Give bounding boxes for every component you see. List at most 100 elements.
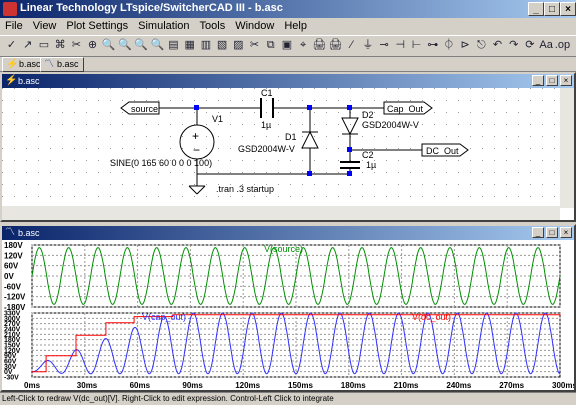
schematic-icon: ⚡ [5,75,18,86]
child-minimize-button[interactable]: _ [532,75,544,86]
y-tick-label: 240V [4,327,21,334]
tab-schematic[interactable]: ⚡ b.asc [2,57,46,72]
x-tick-label: 180ms [341,381,366,390]
zoom-cancel-icon[interactable]: 🔍 [150,39,165,51]
child-restore-button[interactable]: □ [546,75,558,86]
schematic-hscroll[interactable] [2,206,560,220]
control-panel-icon[interactable]: ⌘ [54,39,66,51]
schematic-vscroll[interactable] [560,88,574,208]
menu-file[interactable]: File [5,20,23,32]
inductor-icon[interactable]: ⊶ [427,39,439,51]
y-tick-label: 90V [4,353,17,360]
waveform-window-title: 〽 b.asc _ □ × [2,226,574,240]
menu-plot-settings[interactable]: Plot Settings [66,20,129,32]
y-tick-label: -120V [4,293,26,302]
menu-tools[interactable]: Tools [199,20,226,32]
child-minimize-button[interactable]: _ [532,227,544,238]
v1-value: SINE(0 165 60 0 0 0 100) [110,158,212,168]
menu-window[interactable]: Window [235,20,275,32]
close-button[interactable]: × [560,2,576,16]
print-setup-icon[interactable]: 🖨 [328,39,343,51]
child-close-button[interactable]: × [560,75,572,86]
waveform-icon: 〽 [44,59,54,70]
cut-icon[interactable]: ✂ [249,39,260,51]
cascade-icon[interactable]: ▨ [233,39,244,51]
window-titlebar: Linear Technology LTspice/SwitcherCAD II… [0,0,576,18]
menu-simulation[interactable]: Simulation [138,20,190,32]
find-icon[interactable]: ⌖ [299,39,307,51]
tile-v-icon[interactable]: ▧ [216,39,228,51]
legend-v-source[interactable]: V(source) [264,244,303,254]
maximize-button[interactable]: □ [544,2,560,16]
move-icon[interactable]: ⎋ [476,39,486,51]
zoom-out-icon[interactable]: 🔍 [118,39,132,51]
open-icon[interactable]: ↗ [23,39,33,51]
plot-view-icon[interactable]: ▦ [184,39,195,51]
pan-icon[interactable]: ⊕ [87,39,98,51]
y-tick-label: 30V [4,364,17,371]
trace-v-dc-out[interactable] [32,313,561,373]
y-tick-label: 0V [4,369,13,376]
document-tabs: ⚡ b.asc 〽 b.asc [0,56,576,72]
undo-icon[interactable]: ↶ [492,39,503,51]
c1-value: 1µ [261,120,271,130]
d1-label: D1 [285,132,297,142]
y-tick-label: 330V [4,311,21,318]
y-tick-label: 60V [4,359,17,366]
minimize-button[interactable]: _ [528,2,544,16]
zoom-in-icon[interactable]: 🔍 [101,39,116,51]
trace-v-cap-out[interactable] [32,312,561,375]
app-icon [3,2,17,16]
window-title: Linear Technology LTspice/SwitcherCAD II… [20,2,283,14]
capacitor-icon[interactable]: ⊢ [411,39,422,51]
net-label-cap-out: Cap_Out [387,104,424,114]
paste-icon[interactable]: ▣ [281,39,293,51]
d2-label: D2 [362,110,374,120]
net-label-source: source [131,104,158,114]
ground-icon[interactable]: ⏚ [362,39,374,51]
diode-icon[interactable]: ⏀ [443,39,455,51]
schematic-window: ⚡ b.asc _ □ × [0,72,576,222]
text-icon[interactable]: Aa [539,39,553,51]
trace-v-source[interactable] [31,247,561,305]
x-tick-label: 240ms [446,381,471,390]
run-icon[interactable]: ✂ [71,39,81,51]
y-tick-label: -60V [4,282,22,291]
label-icon[interactable]: ⊸ [379,39,389,51]
schematic-canvas[interactable]: + − source Cap_Out DC_Out C1 1µ V1 D1 GS… [2,88,560,208]
component-icon[interactable]: ⊳ [460,39,470,51]
spice-directive-icon[interactable]: .op [554,39,571,51]
child-close-button[interactable]: × [560,227,572,238]
zoom-fit-icon[interactable]: 🔍 [134,39,148,51]
menu-help[interactable]: Help [284,20,307,32]
c1-label: C1 [261,88,273,98]
schematic-title-text: b.asc [18,76,40,86]
resistor-icon[interactable]: ⊣ [395,39,406,51]
x-tick-label: 0ms [24,381,41,390]
svg-text:+: + [192,129,199,143]
x-tick-label: 120ms [235,381,260,390]
tab-label: b.asc [19,59,41,69]
new-icon[interactable]: ✓ [6,39,17,51]
child-restore-button[interactable]: □ [546,227,558,238]
print-icon[interactable]: 🖨 [312,39,327,51]
net-label-dc-out: DC_Out [426,146,459,156]
y-tick-label: 120V [4,251,23,260]
wire-icon[interactable]: ∕ [350,39,353,51]
rotate-icon[interactable]: ⟳ [525,39,535,51]
y-tick-label: 180V [4,241,23,250]
y-tick-label: 300V [4,316,21,323]
menu-view[interactable]: View [32,20,57,32]
tab-waveform[interactable]: 〽 b.asc [40,57,84,72]
spice-directive: .tran .3 startup [216,184,274,194]
y-tick-label: 120V [4,348,21,355]
tile-h-icon[interactable]: ▥ [200,39,212,51]
autorange-icon[interactable]: ▤ [168,39,179,51]
copy-icon[interactable]: ⧉ [266,39,275,51]
redo-icon[interactable]: ↷ [509,39,519,51]
save-icon[interactable]: ▭ [38,39,50,51]
legend-v-dc-out[interactable]: V(dc_out) [412,312,451,322]
legend-v-cap-out[interactable]: V(cap_out) [142,312,186,322]
